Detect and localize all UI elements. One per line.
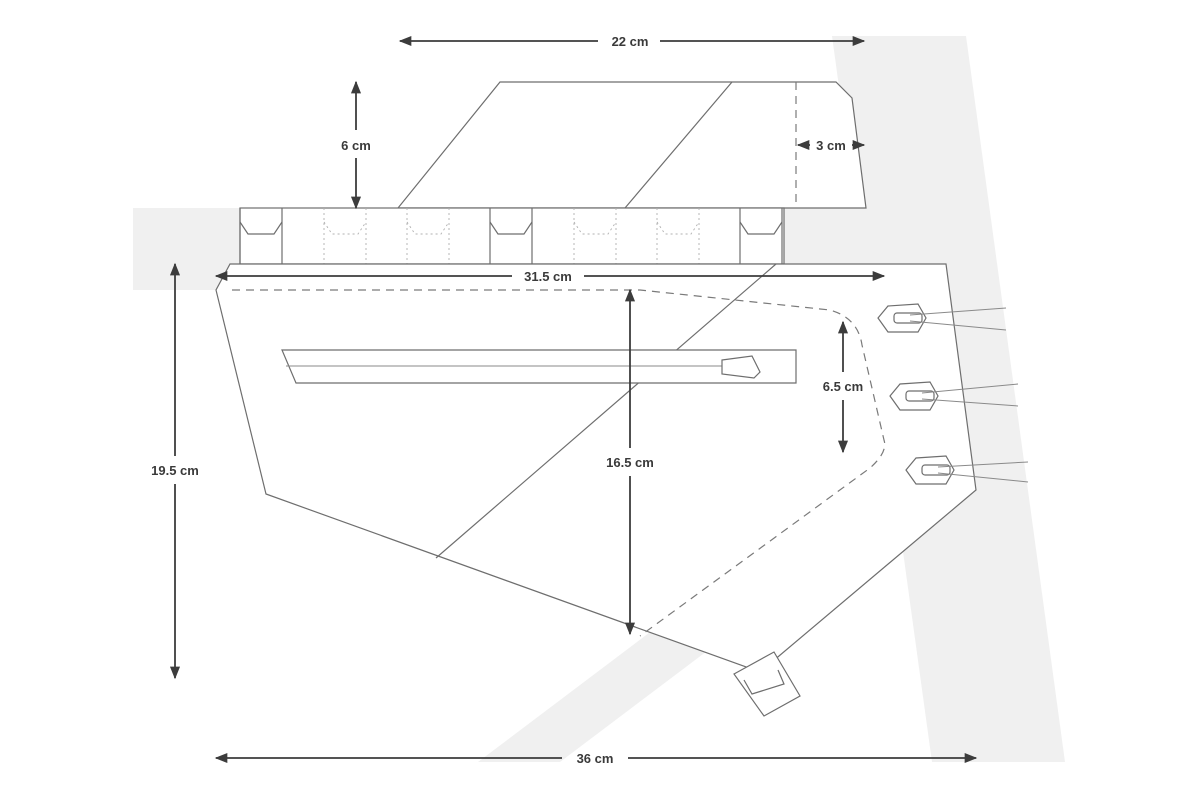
strap-solid-1 [239,208,283,264]
dimension-19-5cm: 19.5 cm [151,262,199,680]
dimension-label-36cm: 36 cm [577,751,614,766]
dimension-6cm: 6 cm [341,80,371,210]
dimension-label-6-5cm: 6.5 cm [823,379,863,394]
frame-bag-inner-panel [232,289,886,637]
dimension-label-31-5cm: 31.5 cm [524,269,572,284]
frame-bag-seam [435,263,777,559]
dimension-3cm: 3 cm [796,138,866,153]
dimension-6-5cm: 6.5 cm [823,320,863,454]
top-bag-seam [624,81,733,209]
seat-strap-2 [889,381,1019,411]
frame-bag-outline [215,263,977,673]
dimension-label-6cm: 6 cm [341,138,371,153]
seat-strap-1 [877,303,1007,333]
frame-bag [215,263,977,717]
bottom-strap [733,651,801,717]
dimension-16-5cm: 16.5 cm [606,288,654,636]
strap-dotted-3 [573,208,617,264]
zipper-pull [721,355,761,379]
dimension-22cm: 22 cm [398,34,866,49]
strap-dotted-1 [323,208,367,264]
seat-tube-straps [877,303,1029,485]
dimension-36cm: 36 cm [214,751,978,766]
dimension-31-5cm: 31.5 cm [214,269,886,284]
dimension-label-19-5cm: 19.5 cm [151,463,199,478]
top-bag-outline [396,81,867,209]
strap-band [239,207,785,265]
dimension-label-3cm: 3 cm [816,138,846,153]
seat-strap-3 [905,455,1029,485]
strap-solid-3 [739,208,783,264]
strap-dotted-2 [406,208,450,264]
dimension-label-22cm: 22 cm [612,34,649,49]
top-tube-bag [396,81,867,209]
strap-dotted-4 [656,208,700,264]
dimension-label-16-5cm: 16.5 cm [606,455,654,470]
strap-solid-2 [489,208,533,264]
velcro-strap-row [239,207,785,265]
